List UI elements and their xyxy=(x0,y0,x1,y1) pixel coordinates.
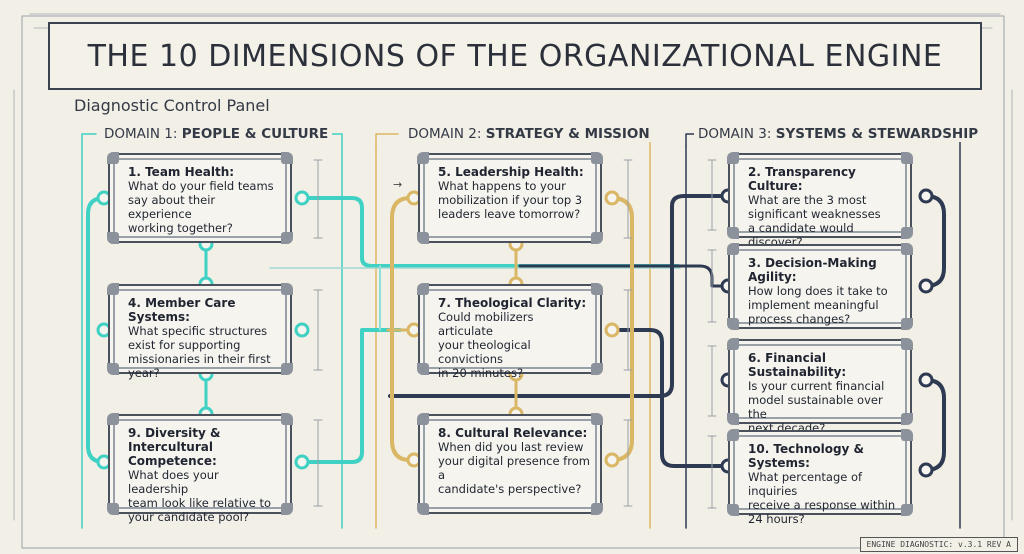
card-question: What are the 3 most significant weakness… xyxy=(748,193,881,249)
wire-teal-main xyxy=(298,196,680,268)
page-title: THE 10 DIMENSIONS OF THE ORGANIZATIONAL … xyxy=(48,22,982,90)
card-question: Could mobilizers articulate your theolog… xyxy=(438,310,534,380)
card-decision-making-agility[interactable]: 3. Decision-Making Agility:How long does… xyxy=(727,243,913,330)
card-cultural-relevance[interactable]: 8. Cultural Relevance:When did you last … xyxy=(417,413,603,515)
domain-1-label: DOMAIN 1: PEOPLE & CULTURE xyxy=(100,126,333,142)
card-title: 2. Transparency Culture: xyxy=(748,165,856,193)
wire-navy-loop-bottom xyxy=(924,378,946,472)
connector-dot xyxy=(294,454,310,470)
card-title: 7. Theological Clarity: xyxy=(438,296,587,310)
card-transparency-culture[interactable]: 2. Transparency Culture:What are the 3 m… xyxy=(727,152,913,249)
wire-teal-loop xyxy=(86,196,106,464)
version-footer: ENGINE DIAGNOSTIC: v.3.1 REV A xyxy=(859,537,1018,552)
card-technology-systems[interactable]: 10. Technology & Systems:What percentage… xyxy=(727,429,913,526)
card-title: 3. Decision-Making Agility: xyxy=(748,256,877,284)
card-title: 6. Financial Sustainability: xyxy=(748,351,847,379)
card-diversity-competence[interactable]: 9. Diversity & Intercultural Competence:… xyxy=(107,413,293,524)
card-question: How long does it take to implement meani… xyxy=(748,284,888,326)
wire-navy-a xyxy=(388,194,730,398)
card-question: What does your leadership team look like… xyxy=(128,468,272,524)
connector-dot xyxy=(918,372,934,388)
card-title: 1. Team Health: xyxy=(128,165,235,179)
connector-dot xyxy=(918,278,934,294)
card-theological-clarity[interactable]: 7. Theological Clarity:Could mobilizers … xyxy=(417,283,603,380)
card-leadership-health[interactable]: 5. Leadership Health:What happens to you… xyxy=(417,152,603,244)
connector-dot xyxy=(918,188,934,204)
card-title: 4. Member Care Systems: xyxy=(128,296,236,324)
card-question: What percentage of inquiries receive a r… xyxy=(748,470,896,526)
wire-navy-c xyxy=(518,264,730,288)
connector-dot xyxy=(294,322,310,338)
card-financial-sustainability[interactable]: 6. Financial Sustainability:Is your curr… xyxy=(727,338,913,435)
card-question: What happens to your mobilization if you… xyxy=(438,179,583,221)
card-team-health[interactable]: 1. Team Health:What do your field teams … xyxy=(107,152,293,244)
card-question: When did you last review your digital pr… xyxy=(438,440,590,496)
connector-dot xyxy=(604,190,620,206)
domain-3-label: DOMAIN 3: SYSTEMS & STEWARDSHIP xyxy=(694,126,983,142)
card-title: 8. Cultural Relevance: xyxy=(438,426,588,440)
card-member-care-systems[interactable]: 4. Member Care Systems:What specific str… xyxy=(107,283,293,380)
wire-navy-b xyxy=(618,328,730,468)
card-title: 5. Leadership Health: xyxy=(438,165,584,179)
card-question: Is your current financial model sustaina… xyxy=(748,379,885,435)
card-question: What specific structures exist for suppo… xyxy=(128,324,271,380)
domain-2-label: DOMAIN 2: STRATEGY & MISSION xyxy=(404,126,654,142)
wire-gold-right xyxy=(610,196,634,462)
arrow-right-icon: → xyxy=(393,178,403,191)
card-question: What do your field teams say about their… xyxy=(128,179,274,235)
card-title: 10. Technology & Systems: xyxy=(748,442,865,470)
connector-dot xyxy=(918,462,934,478)
page-subtitle: Diagnostic Control Panel xyxy=(74,96,270,115)
connector-dot xyxy=(604,322,620,338)
connector-dot xyxy=(604,452,620,468)
wire-teal-lower xyxy=(298,328,402,464)
connector-dot xyxy=(294,190,310,206)
card-title: 9. Diversity & Intercultural Competence: xyxy=(128,426,221,468)
wire-navy-loop-top xyxy=(924,194,946,288)
